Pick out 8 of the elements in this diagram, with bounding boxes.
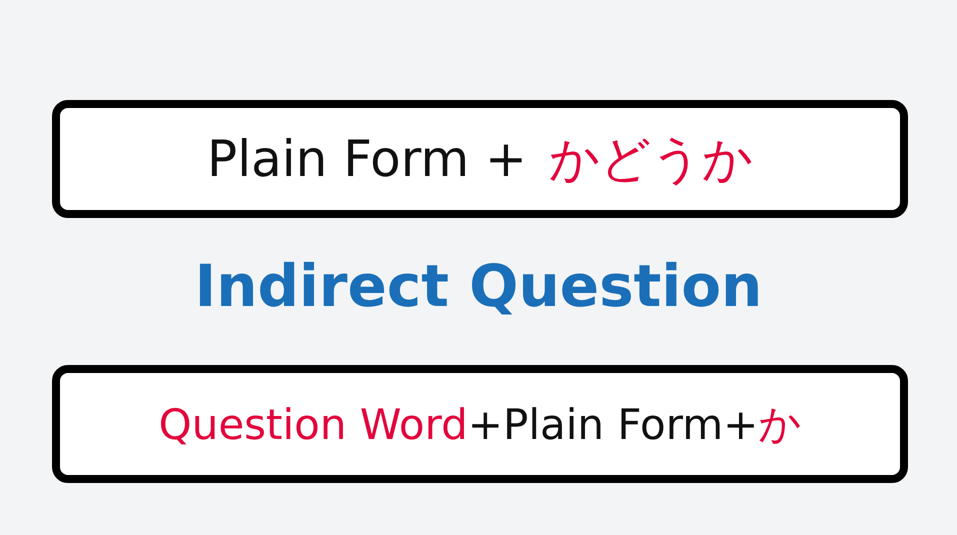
- formula-text: Plain Form +: [207, 130, 527, 188]
- heading-text: Indirect Question: [194, 252, 764, 320]
- formula-box: [52, 365, 908, 483]
- formula-text: +Plain Form+: [468, 400, 758, 448]
- formula-box: [52, 100, 908, 218]
- formula-text: か: [758, 398, 802, 450]
- formula-text: かどうか: [548, 128, 753, 190]
- formula-text: Question Word: [158, 400, 468, 448]
